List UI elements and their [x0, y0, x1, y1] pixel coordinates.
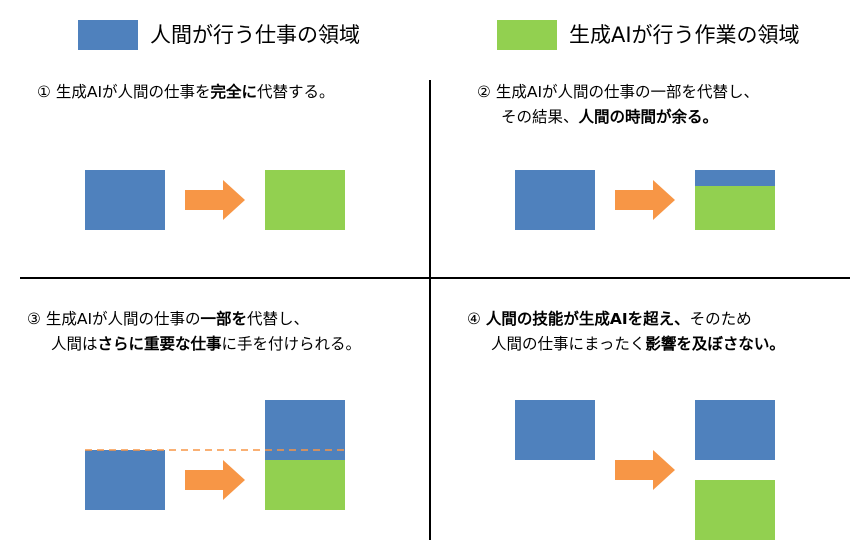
scenario-1-emphasis: 完全に [210, 83, 258, 101]
scenario-2-caption: ② 生成AIが人間の仕事の一部を代替し、 その結果、人間の時間が余る。 [477, 83, 760, 126]
scenario-3-arrow-icon [185, 460, 245, 500]
scenario-1-ai-box [265, 170, 345, 230]
scenario-2-arrow-icon [615, 180, 675, 220]
scenario-1-number: ① [37, 83, 51, 101]
legend-human-swatch [78, 20, 138, 50]
scenario-4-emphasis-1: 人間の技能が生成AIを超え、 [485, 310, 690, 328]
scenario-4-result-human-box [695, 400, 775, 460]
scenario-4-ai-box [695, 480, 775, 540]
scenario-3-human-box [85, 450, 165, 510]
scenario-3-emphasis-2: さらに重要な仕事 [97, 335, 222, 353]
scenario-3-baseline-dashed-line [85, 449, 345, 451]
scenario-2-remaining-human-box [695, 170, 775, 186]
legend-ai-label: 生成AIが行う作業の領域 [569, 23, 800, 47]
scenario-1-caption: ① 生成AIが人間の仕事を完全に代替する。 [37, 83, 335, 101]
scenario-1-arrow-icon [185, 180, 245, 220]
legend-human-label: 人間が行う仕事の領域 [150, 23, 360, 47]
quadrant-divider-horizontal [20, 277, 850, 279]
scenario-1-human-box [85, 170, 165, 230]
scenario-4-caption: ④ 人間の技能が生成AIを超え、そのため 人間の仕事にまったく影響を及ぼさない。 [467, 310, 785, 353]
scenario-2-human-box [515, 170, 595, 230]
scenario-4-emphasis-2: 影響を及ぼさない。 [645, 335, 785, 353]
scenario-2-number: ② [477, 83, 491, 101]
scenario-4-arrow-icon [615, 450, 675, 490]
scenario-2-emphasis: 人間の時間が余る。 [578, 108, 719, 126]
scenario-3-ai-box [265, 460, 345, 510]
scenario-3-caption: ③ 生成AIが人間の仕事の一部を代替し、 人間はさらに重要な仕事に手を付けられる… [27, 310, 362, 353]
scenario-4-human-box [515, 400, 595, 460]
legend-ai-swatch [497, 20, 557, 50]
scenario-2-ai-box [695, 186, 775, 230]
scenario-3-number: ③ [27, 310, 41, 328]
scenario-4-number: ④ [467, 310, 481, 328]
scenario-3-emphasis-1: 一部を [200, 310, 248, 328]
quadrant-divider-vertical [429, 80, 431, 540]
